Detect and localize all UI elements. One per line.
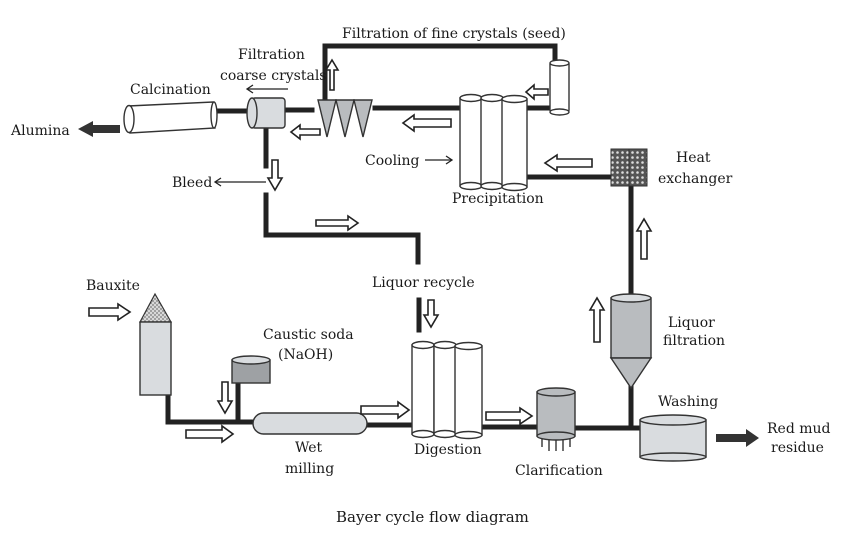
seed-classifier-cones (317, 99, 373, 138)
bauxite-input-arrow (88, 302, 132, 322)
alumina-output-arrow (78, 121, 120, 137)
calcination-kiln (123, 101, 218, 134)
labels: Filtration of fine crystals (seed) Filtr… (10, 26, 831, 526)
pipe-liquor-recycle (263, 192, 421, 265)
washing-tank (639, 414, 707, 462)
wet-milling-mill (252, 412, 368, 435)
seed-up-arrow (324, 58, 340, 91)
label-precipitation: Precipitation (452, 191, 544, 207)
red-mud-output-arrow (716, 429, 759, 447)
pipes (165, 43, 641, 431)
label-clarification: Clarification (515, 463, 603, 479)
label-heat: Heat (676, 150, 711, 166)
label-liquor: Liquor (668, 315, 715, 331)
label-wet: Wet (295, 440, 323, 456)
label-filtration-coarse-2: coarse crystals (220, 68, 327, 84)
recycle-down-arrow (422, 299, 440, 329)
label-alumina: Alumina (10, 123, 70, 139)
label-filtration-fine: Filtration of fine crystals (seed) (342, 26, 566, 42)
pipe-seed-loop (322, 43, 558, 103)
flow-arrows (78, 58, 759, 447)
label-washing: Washing (658, 394, 718, 410)
hx-up-arrow (635, 217, 653, 260)
label-liquor-recycle: Liquor recycle (372, 275, 475, 291)
label-caustic-soda: Caustic soda (263, 327, 354, 343)
pipe-bauxite-to-milling (165, 392, 259, 425)
seed-filter-left-arrow (524, 83, 549, 101)
milling-to-digestion-arrow (360, 400, 411, 420)
bauxite-silo (138, 292, 173, 396)
label-cooling: Cooling (365, 153, 420, 169)
label-filtration: filtration (663, 333, 725, 349)
label-bleed: Bleed (172, 175, 212, 191)
seed-filter-cylinder (549, 59, 570, 116)
label-calcination: Calcination (130, 82, 211, 98)
label-bauxite: Bauxite (86, 278, 140, 294)
precipitation-tanks (459, 93, 528, 192)
bleed-down-arrow (266, 159, 284, 192)
precip-left-arrow (401, 113, 452, 133)
diagram-caption: Bayer cycle flow diagram (336, 508, 529, 526)
label-digestion: Digestion (414, 442, 482, 458)
digestion-to-clarification-arrow (485, 406, 534, 426)
liquor-filtration-vessel (609, 293, 653, 390)
caustic-soda-tank (231, 355, 271, 384)
caustic-down-arrow (216, 381, 234, 415)
label-filtration-coarse-1: Filtration (238, 47, 305, 63)
clarification-tank (536, 387, 576, 451)
lf-up-arrow (588, 296, 606, 343)
label-exchanger: exchanger (658, 171, 733, 187)
milling-input-arrow (185, 424, 235, 444)
cones-left-arrow (289, 123, 321, 141)
label-red-mud: Red mud (767, 421, 831, 437)
coarse-filter-drum (246, 97, 286, 129)
heat-exchanger (610, 148, 648, 187)
liquor-recycle-right-arrow (315, 214, 360, 232)
label-milling: milling (285, 461, 334, 477)
digestion-tanks (411, 340, 483, 440)
label-naoh: (NaOH) (278, 347, 333, 363)
label-residue: residue (771, 440, 824, 456)
hx-left-arrow (543, 153, 593, 173)
